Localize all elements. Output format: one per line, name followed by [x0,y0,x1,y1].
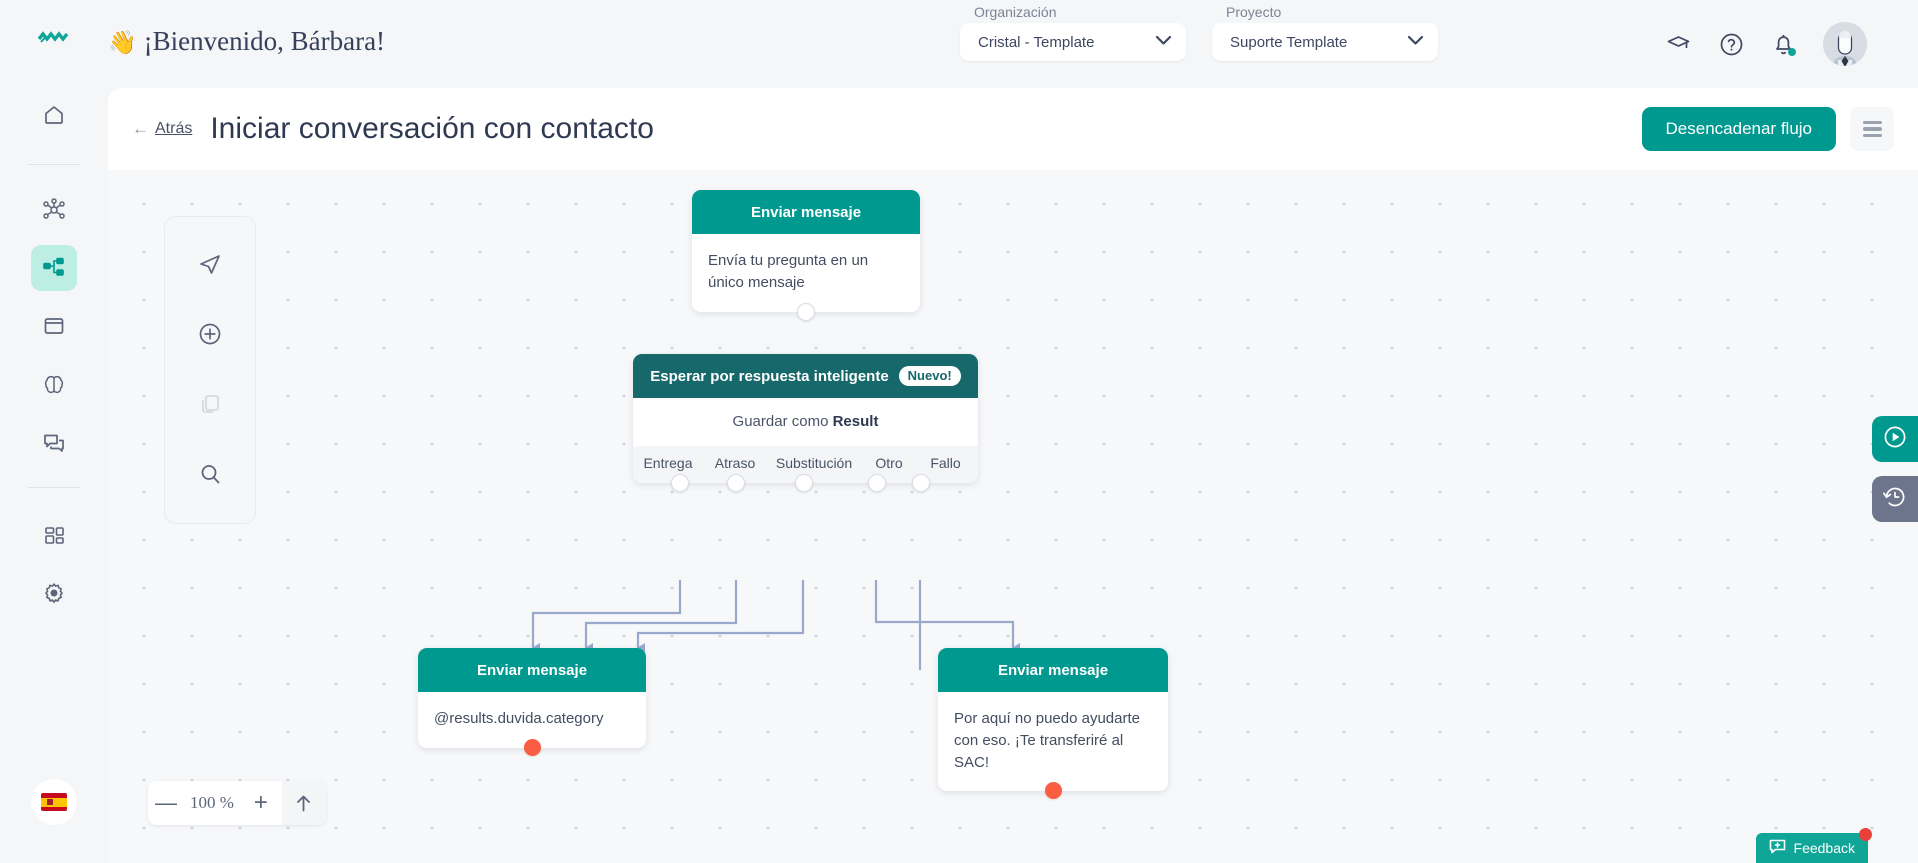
node-output-otro[interactable]: Otro [875,455,903,471]
page-header-actions: Desencadenar flujo [1641,107,1894,151]
page-container: ← Atrás Iniciar conversación con contact… [108,88,1918,863]
sidebar-item-dashboard[interactable] [31,512,77,558]
node-body: Por aquí no puedo ayudarte con eso. ¡Te … [938,692,1168,792]
clock-rewind-icon [1882,484,1908,515]
project-label: Proyecto [1226,4,1282,20]
chevron-down-icon [1155,33,1172,51]
flow-node-send-message-2[interactable]: Enviar mensaje @results.duvida.category [418,648,646,756]
run-flow-button[interactable] [1872,416,1918,462]
feedback-button[interactable]: Feedback [1755,828,1872,863]
node-save-variable: Guardar como Result [633,398,978,446]
node-output-substitucion[interactable]: Substitución [775,455,853,471]
node-port-otro[interactable] [868,474,886,492]
sidebar-nav [28,92,80,628]
zoom-in-button[interactable]: + [253,789,268,816]
cursor-arrow-icon[interactable] [187,243,233,285]
page-title: Iniciar conversación con contacto [210,112,654,145]
organization-value: Cristal - Template [978,33,1095,51]
graduation-cap-icon[interactable] [1666,32,1691,57]
chevron-down-icon [1407,33,1424,51]
bell-icon[interactable] [1772,32,1796,57]
sidebar-item-hub[interactable] [31,187,77,233]
trigger-flow-button[interactable]: Desencadenar flujo [1641,107,1836,151]
sidebar-divider-top [28,164,80,165]
node-title: Enviar mensaje [476,661,588,679]
sidebar-item-windows[interactable] [31,303,77,349]
node-title: Esperar por respuesta inteligente [650,367,889,385]
welcome-greeting: 👋¡Bienvenido, Bárbara! [108,26,385,57]
search-icon[interactable] [187,453,233,495]
play-circle-icon [1882,424,1908,455]
save-variable-name: Result [832,413,879,430]
organization-selector: Organización Cristal - Template [960,4,1186,61]
node-body: @results.duvida.category [418,692,646,748]
save-prefix: Guardar como [732,413,829,430]
node-output-port[interactable] [524,738,541,756]
sidebar [0,0,108,863]
project-selector: Proyecto Suporte Template [1212,4,1438,61]
node-title: Enviar mensaje [750,203,862,221]
node-output-entrega[interactable]: Entrega [643,455,693,471]
organization-label: Organización [974,4,1057,20]
flow-node-wait-smart-reply[interactable]: Esperar por respuesta inteligente Nuevo!… [633,354,978,492]
hamburger-menu-icon[interactable] [1850,107,1894,151]
back-button[interactable]: ← Atrás [132,119,192,139]
organization-dropdown[interactable]: Cristal - Template [960,23,1186,61]
notification-badge [1788,47,1796,56]
sidebar-divider-bottom [28,487,80,488]
sidebar-item-home[interactable] [31,92,77,138]
avatar[interactable] [1823,22,1867,66]
language-selector-button[interactable] [31,779,77,825]
feedback-label: Feedback [1793,840,1855,856]
node-header: Enviar mensaje [938,648,1168,692]
feedback-badge [1859,828,1872,841]
back-arrow-icon: ← [132,119,149,138]
wave-emoji-icon: 👋 [108,30,137,56]
zoom-level: 100 % [190,793,234,812]
fit-view-button[interactable] [281,781,326,825]
page-header: ← Atrás Iniciar conversación con contact… [108,88,1918,170]
node-output-port[interactable] [797,302,815,321]
flow-node-send-message-1[interactable]: Enviar mensaje Envía tu pregunta en un ú… [692,190,920,321]
greeting-text: ¡Bienvenido, Bárbara! [143,26,386,56]
zoom-controls: — 100 % + [148,781,326,825]
node-port-fallo[interactable] [912,474,930,492]
node-output-port[interactable] [1045,782,1062,800]
help-circle-icon[interactable] [1719,32,1744,57]
flow-canvas[interactable]: Enviar mensaje Envía tu pregunta en un ú… [108,170,1918,863]
node-output-fallo[interactable]: Fallo [930,455,961,471]
node-header: Esperar por respuesta inteligente Nuevo! [633,354,978,398]
project-value: Suporte Template [1230,33,1348,51]
sidebar-item-settings[interactable] [31,570,77,616]
header-actions [1666,22,1867,66]
zoom-out-button[interactable]: — [155,790,177,815]
canvas-side-actions [1872,416,1918,522]
plus-circle-icon[interactable] [187,313,233,355]
new-badge: Nuevo! [898,365,961,387]
node-header: Enviar mensaje [692,190,920,234]
flow-node-send-message-3[interactable]: Enviar mensaje Por aquí no puedo ayudart… [938,648,1168,800]
back-label: Atrás [155,120,193,137]
spain-flag-icon [41,793,67,811]
sidebar-item-chats[interactable] [31,419,77,465]
project-dropdown[interactable]: Suporte Template [1212,23,1438,61]
node-header: Enviar mensaje [418,648,646,692]
node-port-entrega[interactable] [671,474,689,492]
node-body: Envía tu pregunta en un único mensaje [692,234,920,312]
sidebar-item-flows[interactable] [31,245,77,291]
sidebar-item-ai[interactable] [31,361,77,407]
history-button[interactable] [1872,476,1918,522]
app-logo-icon [32,24,76,50]
node-port-atraso[interactable] [727,474,745,492]
node-port-substitucion[interactable] [795,474,813,492]
node-output-atraso[interactable]: Atraso [714,455,756,471]
feedback-bubble-icon [1769,839,1786,857]
canvas-tool-palette [164,216,256,524]
top-header: 👋¡Bienvenido, Bárbara! Organización Cris… [108,0,1918,88]
node-title: Enviar mensaje [997,661,1109,679]
copy-icon [187,383,233,425]
